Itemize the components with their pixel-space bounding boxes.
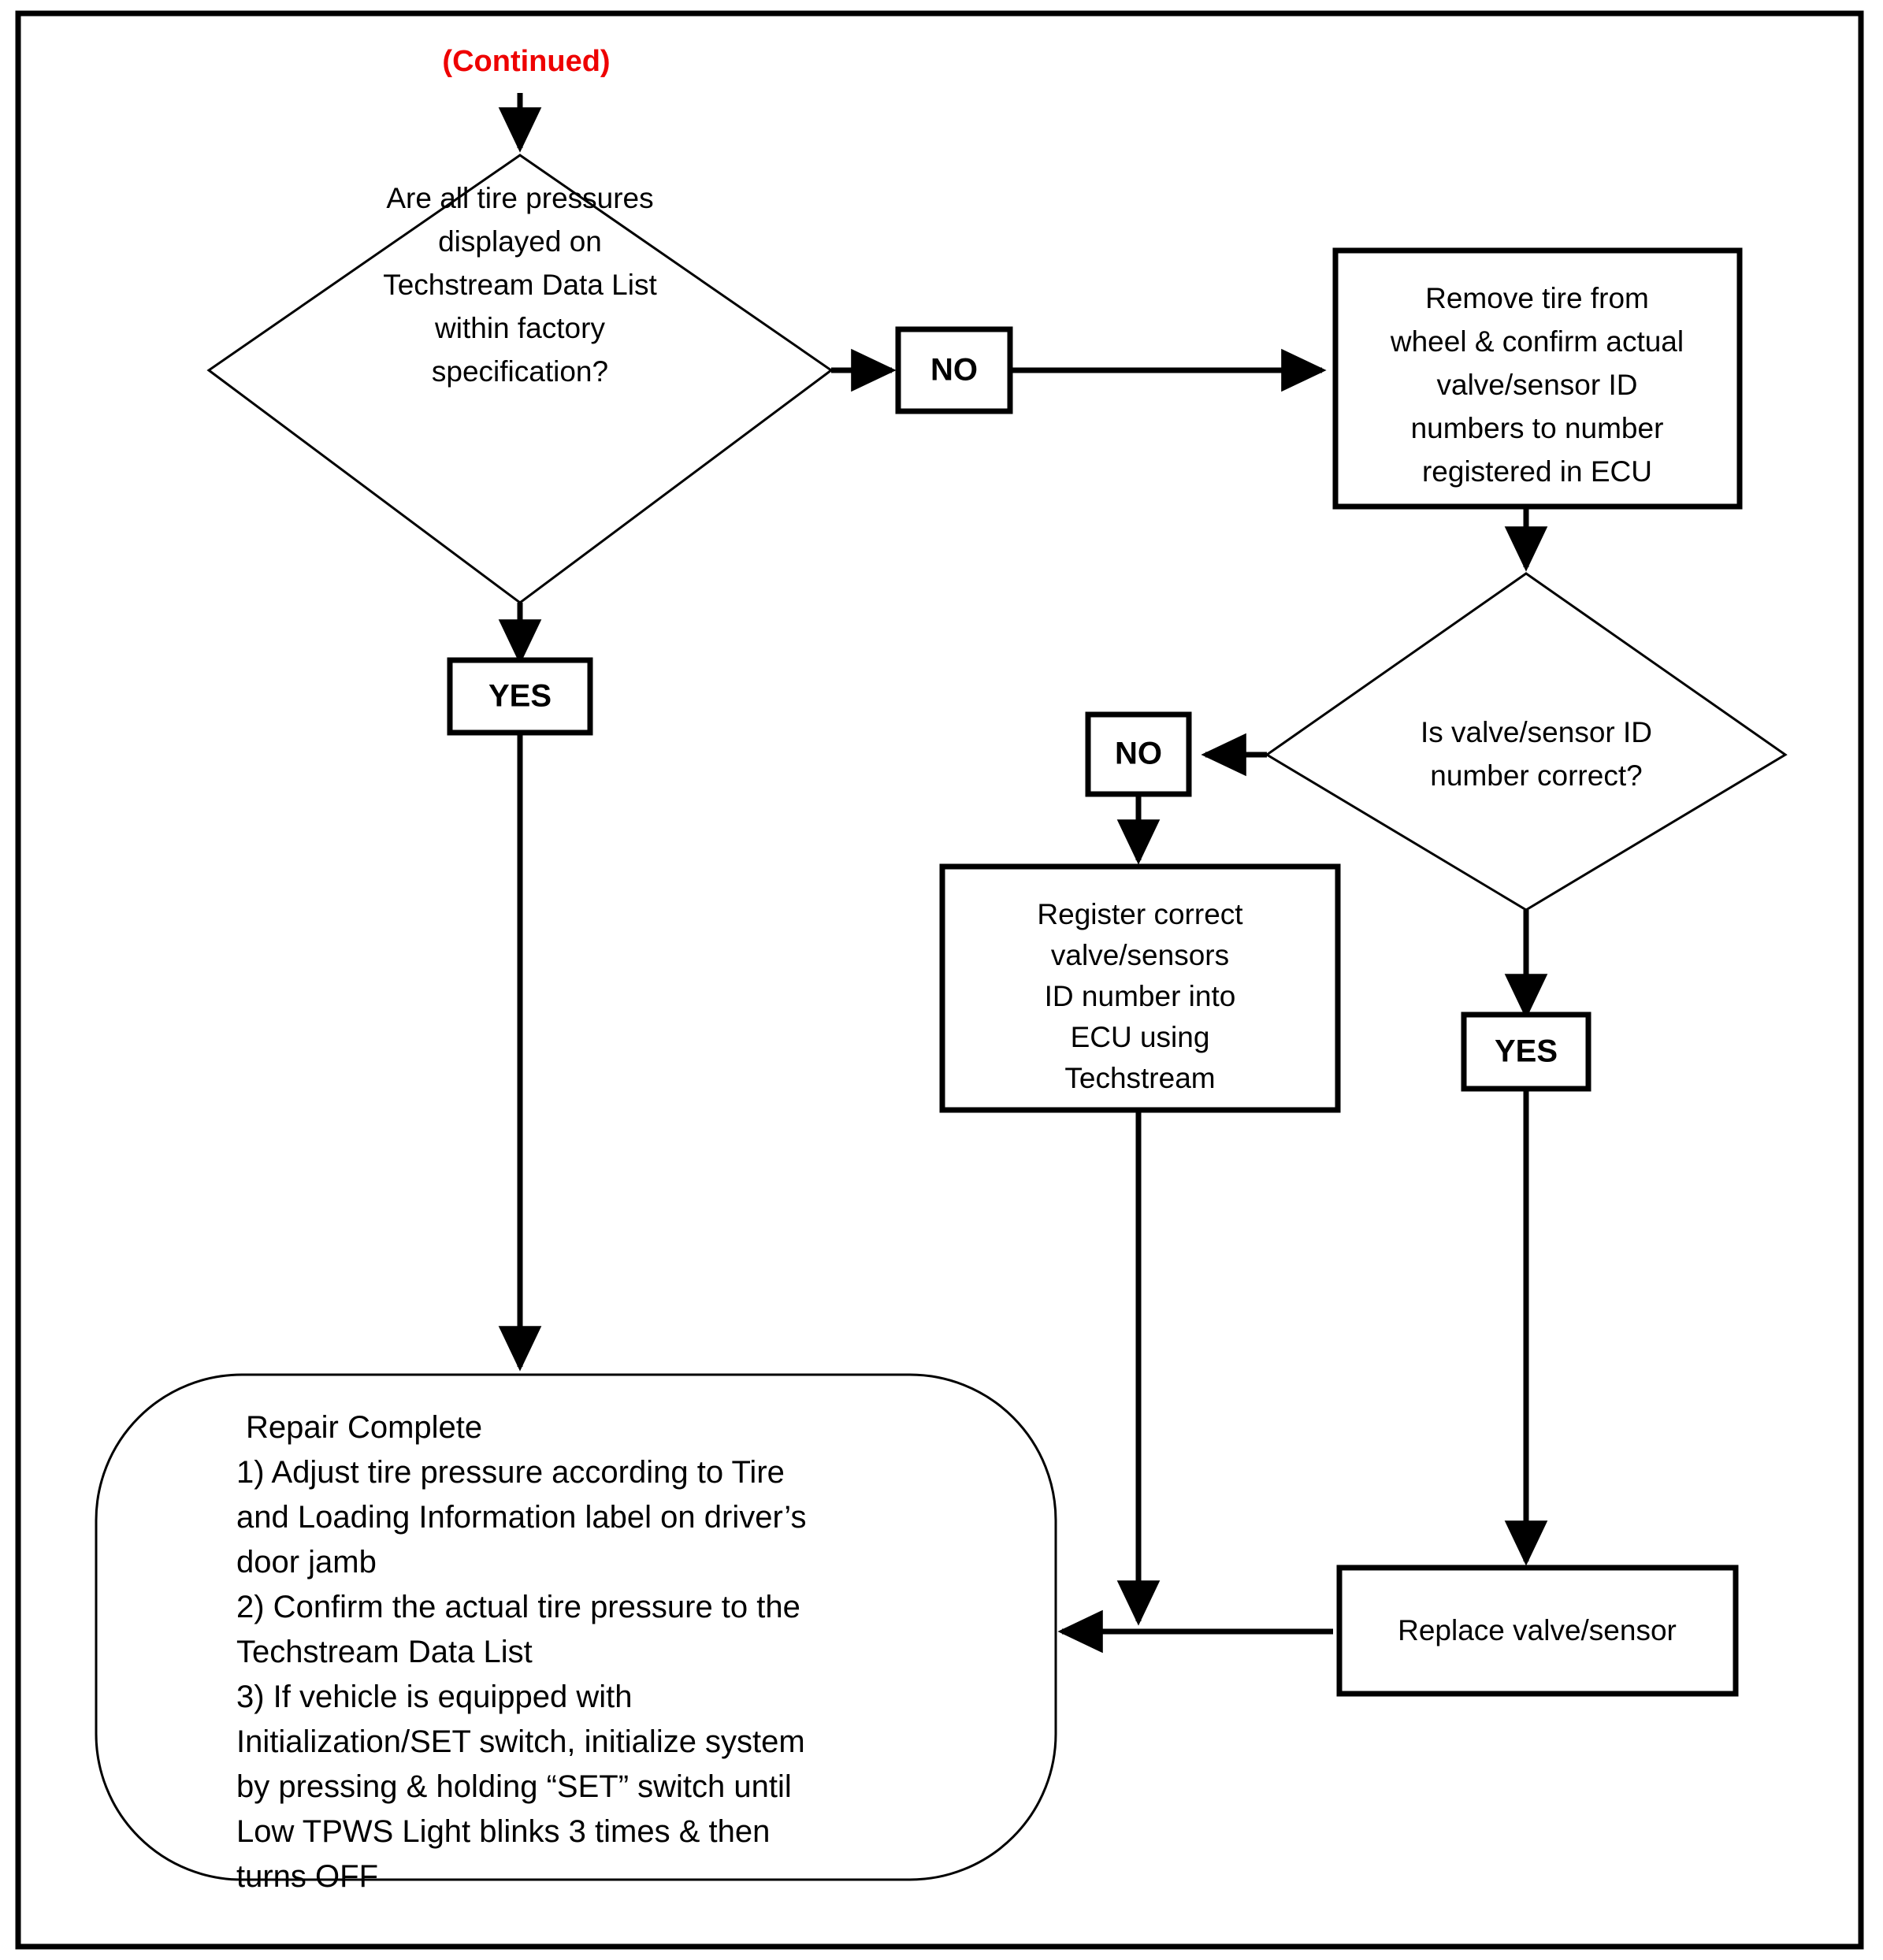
- register-box: [939, 863, 1341, 1113]
- no1-box: [895, 326, 1013, 414]
- register-line-1: Register correct: [1037, 898, 1243, 930]
- process-replace-valve-sensor[interactable]: Replace valve/sensor: [1336, 1565, 1739, 1697]
- decision-valve-sensor-id-correct[interactable]: Is valve/sensor ID number correct?: [1265, 572, 1788, 911]
- decision1-line-3: Techstream Data List: [383, 269, 657, 301]
- remove-tire-line-2: wheel & confirm actual: [1390, 325, 1684, 358]
- repair-complete-line-9: by pressing & holding “SET” switch until: [236, 1769, 792, 1804]
- decision2-line-2: number correct?: [1430, 759, 1642, 792]
- repair-complete-line-5: 2) Confirm the actual tire pressure to t…: [236, 1590, 800, 1624]
- remove-tire-line-3: valve/sensor ID: [1437, 369, 1638, 401]
- repair-complete-line-8: Initialization/SET switch, initialize sy…: [236, 1724, 805, 1759]
- remove-tire-box: [1332, 247, 1743, 510]
- repair-complete-line-2: 1) Adjust tire pressure according to Tir…: [236, 1455, 785, 1490]
- process-remove-tire-confirm-id[interactable]: Remove tire from wheel & confirm actual …: [1332, 247, 1743, 510]
- yes1-label: YES: [488, 679, 552, 714]
- repair-complete-line-6: Techstream Data List: [236, 1635, 533, 1669]
- repair-complete-line-1: Repair Complete: [246, 1410, 482, 1445]
- repair-complete-line-10: Low TPWS Light blinks 3 times & then: [236, 1814, 770, 1849]
- decision1-line-4: within factory: [434, 312, 605, 344]
- repair-complete-line-3: and Loading Information label on driver’…: [236, 1500, 806, 1535]
- yes2-box: [1461, 1012, 1591, 1092]
- register-line-3: ID number into: [1045, 980, 1236, 1012]
- register-line-2: valve/sensors: [1051, 939, 1229, 971]
- decision2-line-1: Is valve/sensor ID: [1421, 716, 1652, 748]
- page-border: [15, 10, 1864, 1950]
- decision1-line-1: Are all tire pressures: [386, 182, 653, 214]
- repair-complete-line-11: turns OFF: [236, 1859, 378, 1894]
- branch-label-no-1[interactable]: NO: [895, 326, 1013, 414]
- no2-box: [1085, 711, 1192, 797]
- branch-label-yes-2[interactable]: YES: [1461, 1012, 1591, 1092]
- branch-label-yes-1[interactable]: YES: [447, 657, 593, 736]
- yes2-label: YES: [1495, 1034, 1558, 1069]
- repair-complete-line-7: 3) If vehicle is equipped with: [236, 1680, 633, 1714]
- no1-label: NO: [930, 353, 978, 388]
- remove-tire-line-1: Remove tire from: [1425, 282, 1649, 314]
- replace-line-1: Replace valve/sensor: [1398, 1614, 1677, 1646]
- decision1-line-2: displayed on: [438, 225, 602, 258]
- repair-complete-shape: [95, 1373, 1057, 1881]
- no2-label: NO: [1115, 737, 1162, 771]
- remove-tire-line-4: numbers to number: [1411, 412, 1664, 444]
- remove-tire-line-5: registered in ECU: [1422, 455, 1652, 488]
- branch-label-no-2[interactable]: NO: [1085, 711, 1192, 797]
- decision2-shape: [1265, 572, 1788, 911]
- decision1-shape: [206, 154, 834, 604]
- register-line-4: ECU using: [1071, 1021, 1210, 1053]
- process-register-valve-sensor-id[interactable]: Register correct valve/sensors ID number…: [939, 863, 1341, 1113]
- decision1-line-5: specification?: [432, 355, 608, 388]
- terminator-repair-complete[interactable]: Repair Complete 1) Adjust tire pressure …: [95, 1373, 1057, 1894]
- repair-complete-line-4: door jamb: [236, 1545, 377, 1580]
- register-line-5: Techstream: [1064, 1062, 1215, 1094]
- decision-tire-pressures-in-spec[interactable]: Are all tire pressures displayed on Tech…: [206, 154, 834, 604]
- continued-label: (Continued): [442, 45, 610, 78]
- yes1-box: [447, 657, 593, 736]
- replace-box: [1336, 1565, 1739, 1697]
